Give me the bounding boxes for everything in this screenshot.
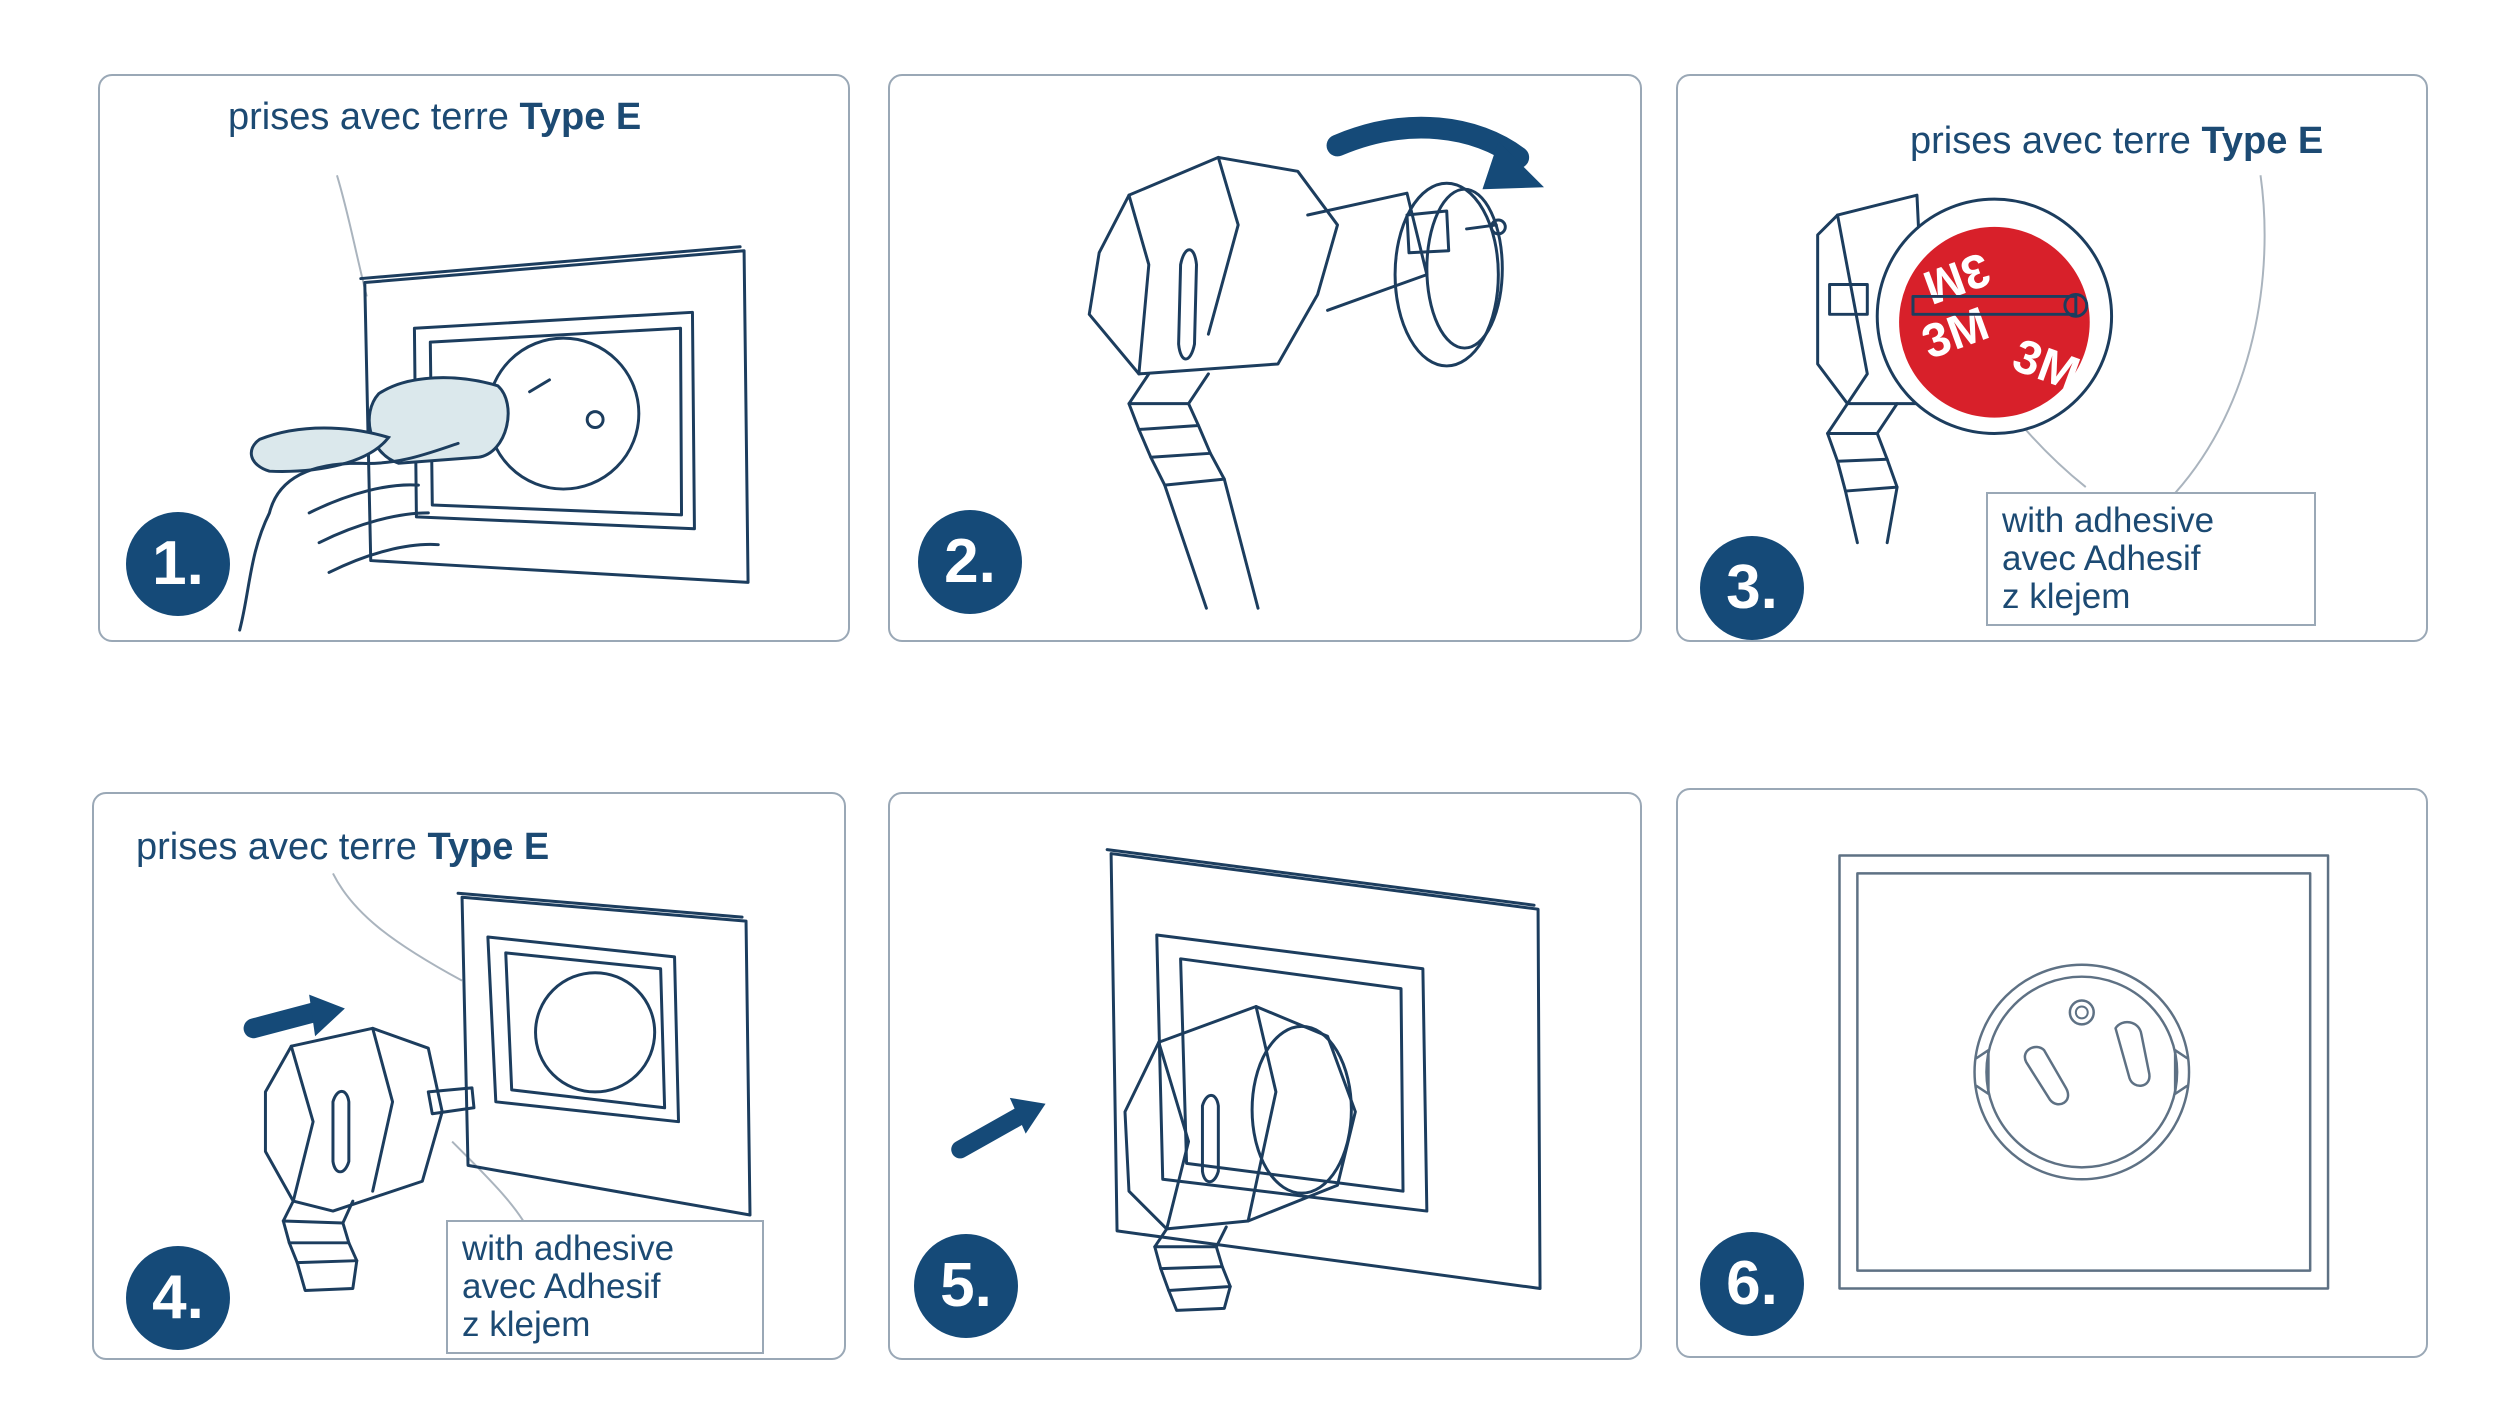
adhesive-sticker-illustration: 3M 3M 3M <box>1816 175 2266 545</box>
step-panel-4: prises avec terre Type E with adhesive a… <box>92 792 846 1360</box>
step-panel-6: 6. <box>1676 788 2428 1358</box>
step-number-badge: 4. <box>126 1246 230 1350</box>
step-number-badge: 6. <box>1700 1232 1804 1336</box>
step-panel-2: 2. <box>888 74 1642 642</box>
step-panel-5: 5. <box>888 792 1642 1360</box>
plug-adapter-illustration <box>1087 116 1545 610</box>
step-number-badge: 3. <box>1700 536 1804 640</box>
note-line-en: with adhesive <box>2002 501 2215 540</box>
label-type: Type E <box>519 96 642 138</box>
note-line-fr: avec Adhesif <box>2002 539 2201 578</box>
plug-in-socket-illustration <box>951 848 1542 1312</box>
label-type: Type E <box>427 826 550 868</box>
note-line-fr: avec Adhesif <box>462 1267 661 1306</box>
step-panel-3: 3M 3M 3M prises avec terre Type E with a… <box>1676 74 2428 642</box>
adhesive-note: with adhesive avec Adhesif z klejem <box>1986 492 2316 626</box>
insert-adapter-illustration <box>243 872 752 1292</box>
panel-3-label: prises avec terre Type E <box>1910 120 2323 163</box>
adhesive-note: with adhesive avec Adhesif z klejem <box>446 1220 764 1354</box>
panel-1-label: prises avec terre Type E <box>228 96 641 139</box>
panel-4-label: prises avec terre Type E <box>136 826 549 869</box>
step-panel-1: prises avec terre Type E 1. <box>98 74 850 642</box>
step-number-badge: 1. <box>126 512 230 616</box>
label-text: prises avec terre <box>136 826 428 868</box>
note-line-pl: z klejem <box>462 1305 591 1344</box>
label-text: prises avec terre <box>228 96 520 138</box>
note-line-pl: z klejem <box>2002 577 2131 616</box>
protected-socket-illustration <box>1838 854 2330 1290</box>
label-text: prises avec terre <box>1910 120 2202 162</box>
cleaning-socket-illustration <box>238 175 750 632</box>
step-number-badge: 2. <box>918 510 1022 614</box>
label-type: Type E <box>2201 120 2324 162</box>
step-number-badge: 5. <box>914 1234 1018 1338</box>
note-line-en: with adhesive <box>462 1229 675 1268</box>
